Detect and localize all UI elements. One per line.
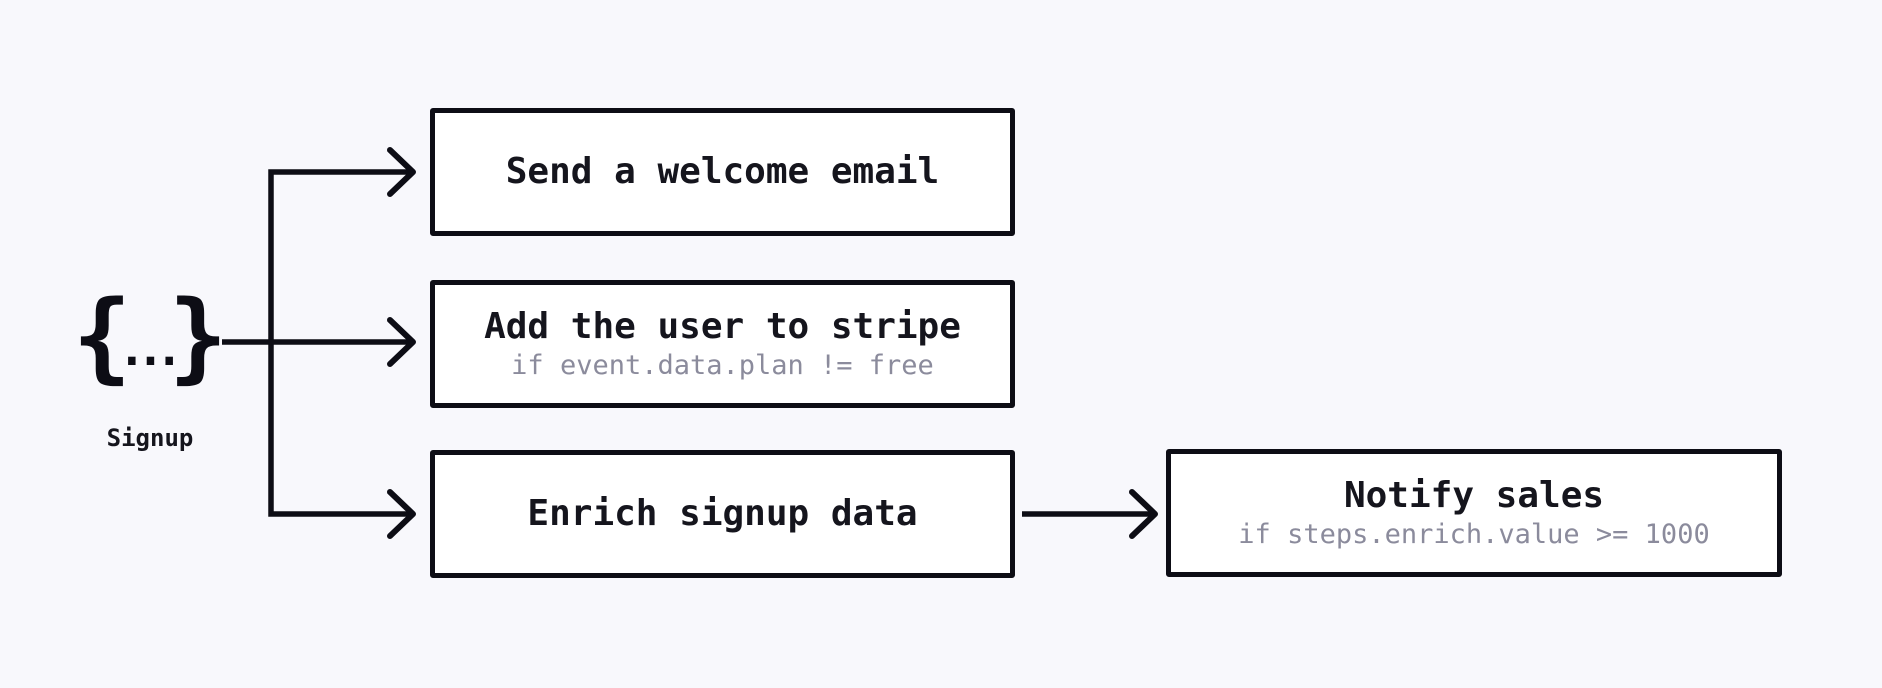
close-brace-glyph: } <box>168 280 228 394</box>
step-title: Add the user to stripe <box>484 305 961 347</box>
ellipsis-glyph: ... <box>117 322 183 376</box>
step-condition: if event.data.plan != free <box>511 349 934 381</box>
step-condition: if steps.enrich.value >= 1000 <box>1238 518 1710 550</box>
step-title: Notify sales <box>1343 474 1605 516</box>
arrowhead-notify-icon <box>1129 489 1158 539</box>
step-node-send-welcome-email[interactable]: Send a welcome email <box>430 108 1015 236</box>
trigger-node-signup[interactable]: { ... } Signup <box>72 280 228 452</box>
arrowhead-top-icon <box>387 147 416 197</box>
step-title: Enrich signup data <box>527 493 918 535</box>
trigger-label: Signup <box>106 424 194 452</box>
step-node-enrich-signup-data[interactable]: Enrich signup data <box>430 450 1015 578</box>
step-title: Send a welcome email <box>505 151 940 193</box>
curly-braces-icon: { ... } <box>72 280 228 394</box>
arrowhead-mid-icon <box>387 317 416 367</box>
step-node-notify-sales[interactable]: Notify sales if steps.enrich.value >= 10… <box>1166 449 1782 577</box>
step-node-add-user-to-stripe[interactable]: Add the user to stripe if event.data.pla… <box>430 280 1015 408</box>
arrowhead-bottom-icon <box>387 489 416 539</box>
open-brace-glyph: { <box>72 280 132 394</box>
